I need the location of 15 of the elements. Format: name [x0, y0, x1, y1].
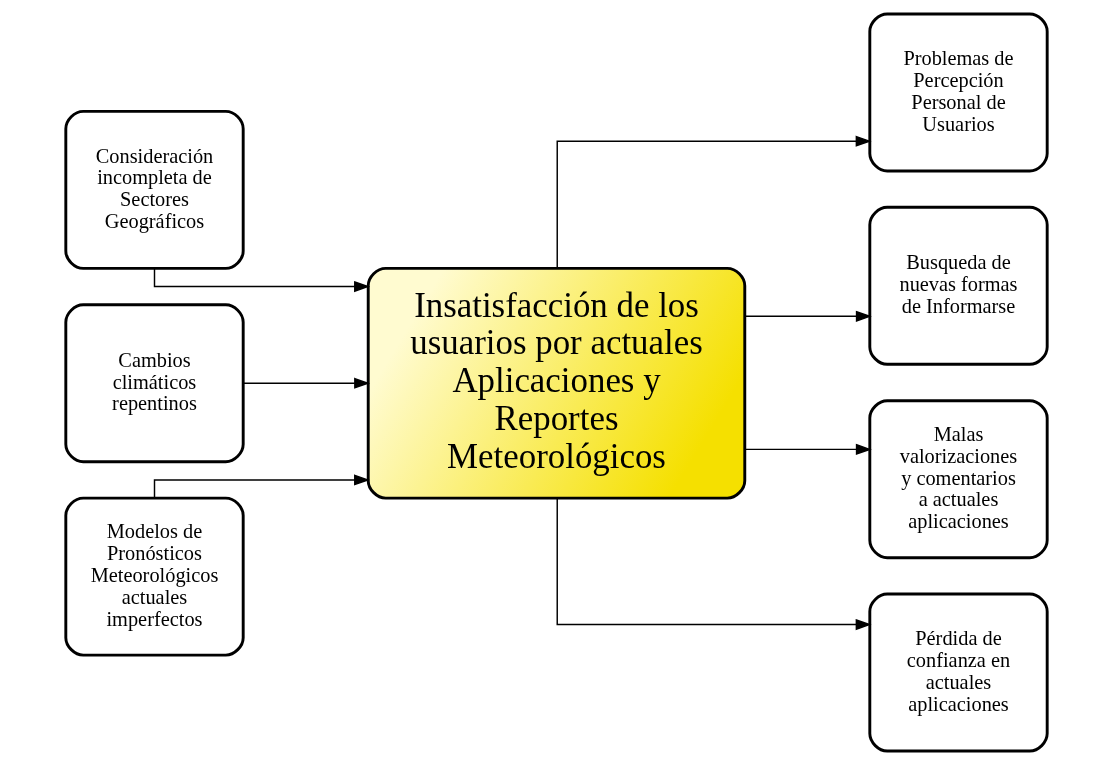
node-box: Cambios climáticos repentinos [64, 303, 245, 464]
arrow [744, 443, 872, 455]
node-box: Problemas de Percepción Personal de Usuarios [868, 12, 1049, 173]
arrow [242, 377, 371, 389]
node-box: Insatisfacción de los usuarios por actuales Aplicaciones y Reportes Meteorológicos [366, 266, 747, 500]
arrow [153, 474, 371, 499]
arrow [556, 135, 872, 269]
arrow [556, 497, 872, 631]
node-box: Consideración incompleta de Sectores Geográficos [64, 109, 245, 270]
node-box: Modelos de Pronósticos Meteorológicos actuales imperfectos [64, 496, 245, 657]
node-box: Busqueda de nuevas formas de Informarse [868, 205, 1049, 366]
arrow [153, 268, 371, 293]
arrow [744, 310, 872, 322]
node-box: Malas valorizaciones y comentarios a actuales aplicaciones [868, 399, 1049, 560]
node-box: Pérdida de confianza en actuales aplicaciones [868, 592, 1049, 753]
